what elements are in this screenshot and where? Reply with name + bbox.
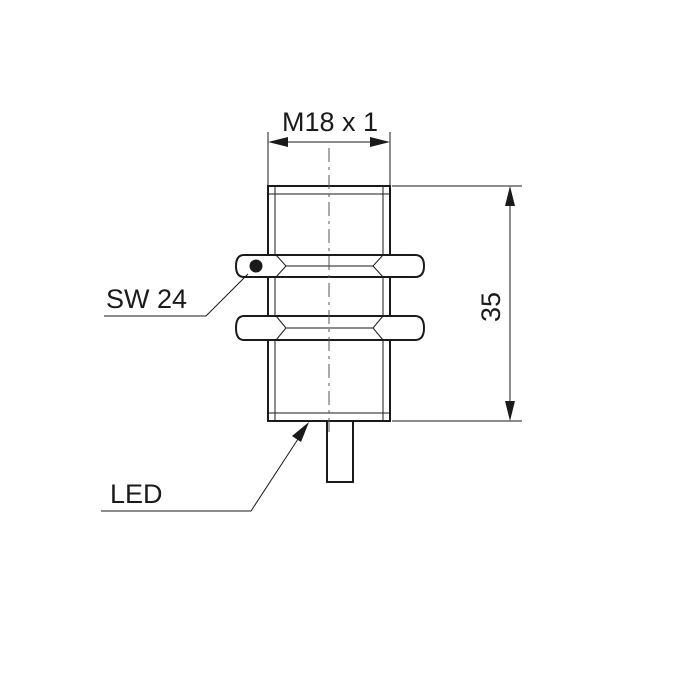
upper-hex-nut (234, 254, 426, 278)
length-arrow-bottom (505, 401, 515, 421)
led-arrow (292, 422, 309, 442)
length-dimension: 35 (392, 185, 522, 422)
cable (326, 420, 354, 483)
thread-label: M18 x 1 (282, 107, 378, 137)
thread-arrow-left (268, 137, 288, 147)
wrench-size-label: SW 24 (106, 284, 187, 314)
led-leader (101, 435, 301, 512)
wrench-size-callout: SW 24 (104, 273, 249, 317)
led-label: LED (110, 479, 163, 509)
led-indicator-dot (249, 259, 263, 273)
thread-dimension: M18 x 1 (267, 107, 391, 186)
length-arrow-top (505, 186, 515, 206)
length-label: 35 (476, 292, 506, 322)
wrench-size-leader (104, 273, 249, 317)
lower-hex-nut (234, 315, 426, 341)
thread-arrow-right (370, 137, 390, 147)
led-callout: LED (101, 422, 309, 512)
